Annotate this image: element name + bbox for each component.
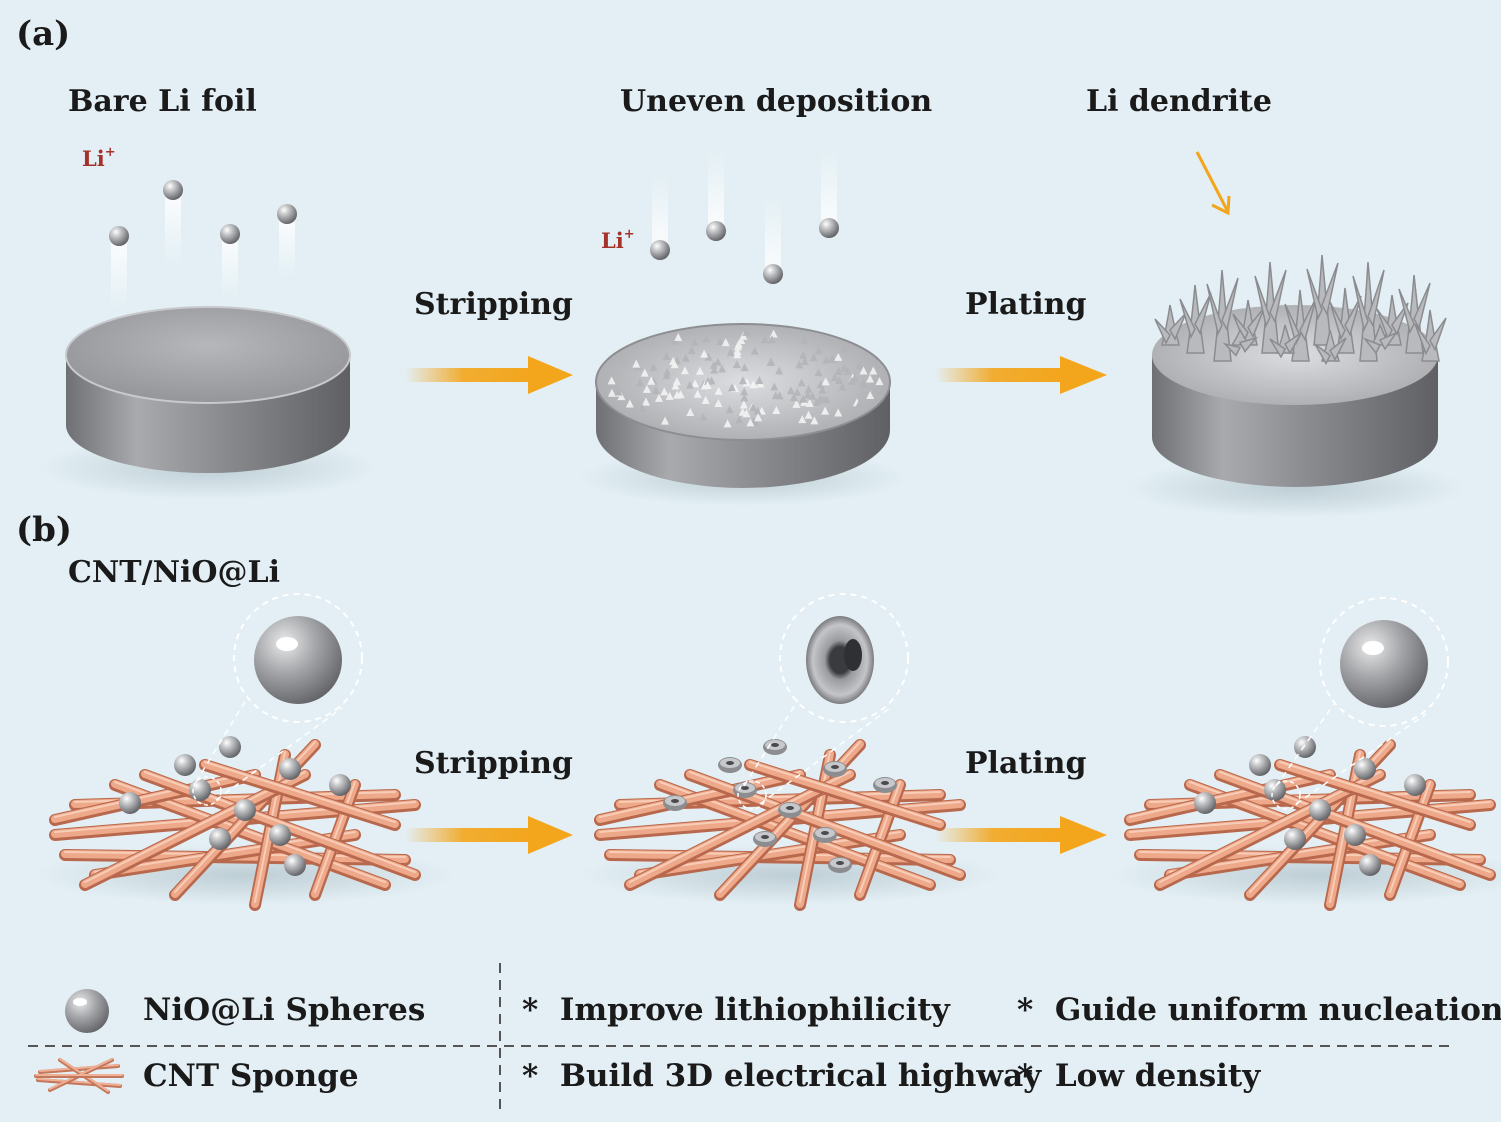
dendrite-arrow-icon: [1195, 151, 1229, 211]
arrow-right-icon: [935, 356, 1107, 394]
arrow-right-icon: [405, 816, 573, 854]
sphere-icon: [65, 989, 109, 1033]
cnt-sponge-3: [1110, 736, 1501, 911]
feature-low-density: * Low density: [1017, 1058, 1261, 1094]
feature-build-3d-electrical-highway: * Build 3D electrical highway: [522, 1058, 1042, 1094]
li-ion-label-1: Li+: [82, 145, 116, 171]
cnt-sponge-1: [35, 736, 455, 911]
li-ion-label-2: Li+: [601, 227, 635, 253]
arrow-right-icon: [935, 816, 1107, 854]
title-cnt-nio-li: CNT/NiO@Li: [68, 555, 281, 590]
panel-a-label: (a): [16, 14, 71, 54]
cnt-sponge-icon: [34, 1058, 124, 1094]
li-ions-falling-1: [109, 180, 297, 310]
feature-guide-uniform-nucleation: * Guide uniform nucleation: [1017, 992, 1501, 1028]
title-uneven-deposition: Uneven deposition: [620, 84, 933, 119]
arrow-label-plating-a: Plating: [965, 287, 1087, 322]
zoom-callout-3: [1271, 597, 1449, 810]
title-bare-li-foil: Bare Li foil: [68, 84, 257, 119]
arrow-label-stripping-b: Stripping: [414, 746, 573, 781]
li-dendrite-foil: [1126, 254, 1466, 518]
sphere-icon: [1340, 620, 1428, 708]
li-ions-falling-2: [650, 150, 839, 284]
uneven-deposition-foil: [578, 323, 908, 506]
feature-improve-lithiophilicity: * Improve lithiophilicity: [522, 992, 950, 1028]
cnt-sponge-2: [580, 739, 1000, 911]
title-li-dendrite: Li dendrite: [1086, 84, 1272, 119]
arrow-right-icon: [405, 356, 573, 394]
panel-b-label: (b): [16, 510, 72, 550]
bare-li-foil: [38, 306, 378, 500]
legend-cnt-sponge: CNT Sponge: [143, 1058, 359, 1094]
zoom-callout-1: [192, 593, 363, 806]
sphere-icon: [254, 616, 342, 704]
zoom-callout-2: [737, 593, 909, 810]
arrow-label-stripping-a: Stripping: [414, 287, 573, 322]
legend-nio-li-spheres: NiO@Li Spheres: [143, 992, 426, 1028]
arrow-label-plating-b: Plating: [965, 746, 1087, 781]
porous-sphere-icon: [806, 616, 874, 704]
